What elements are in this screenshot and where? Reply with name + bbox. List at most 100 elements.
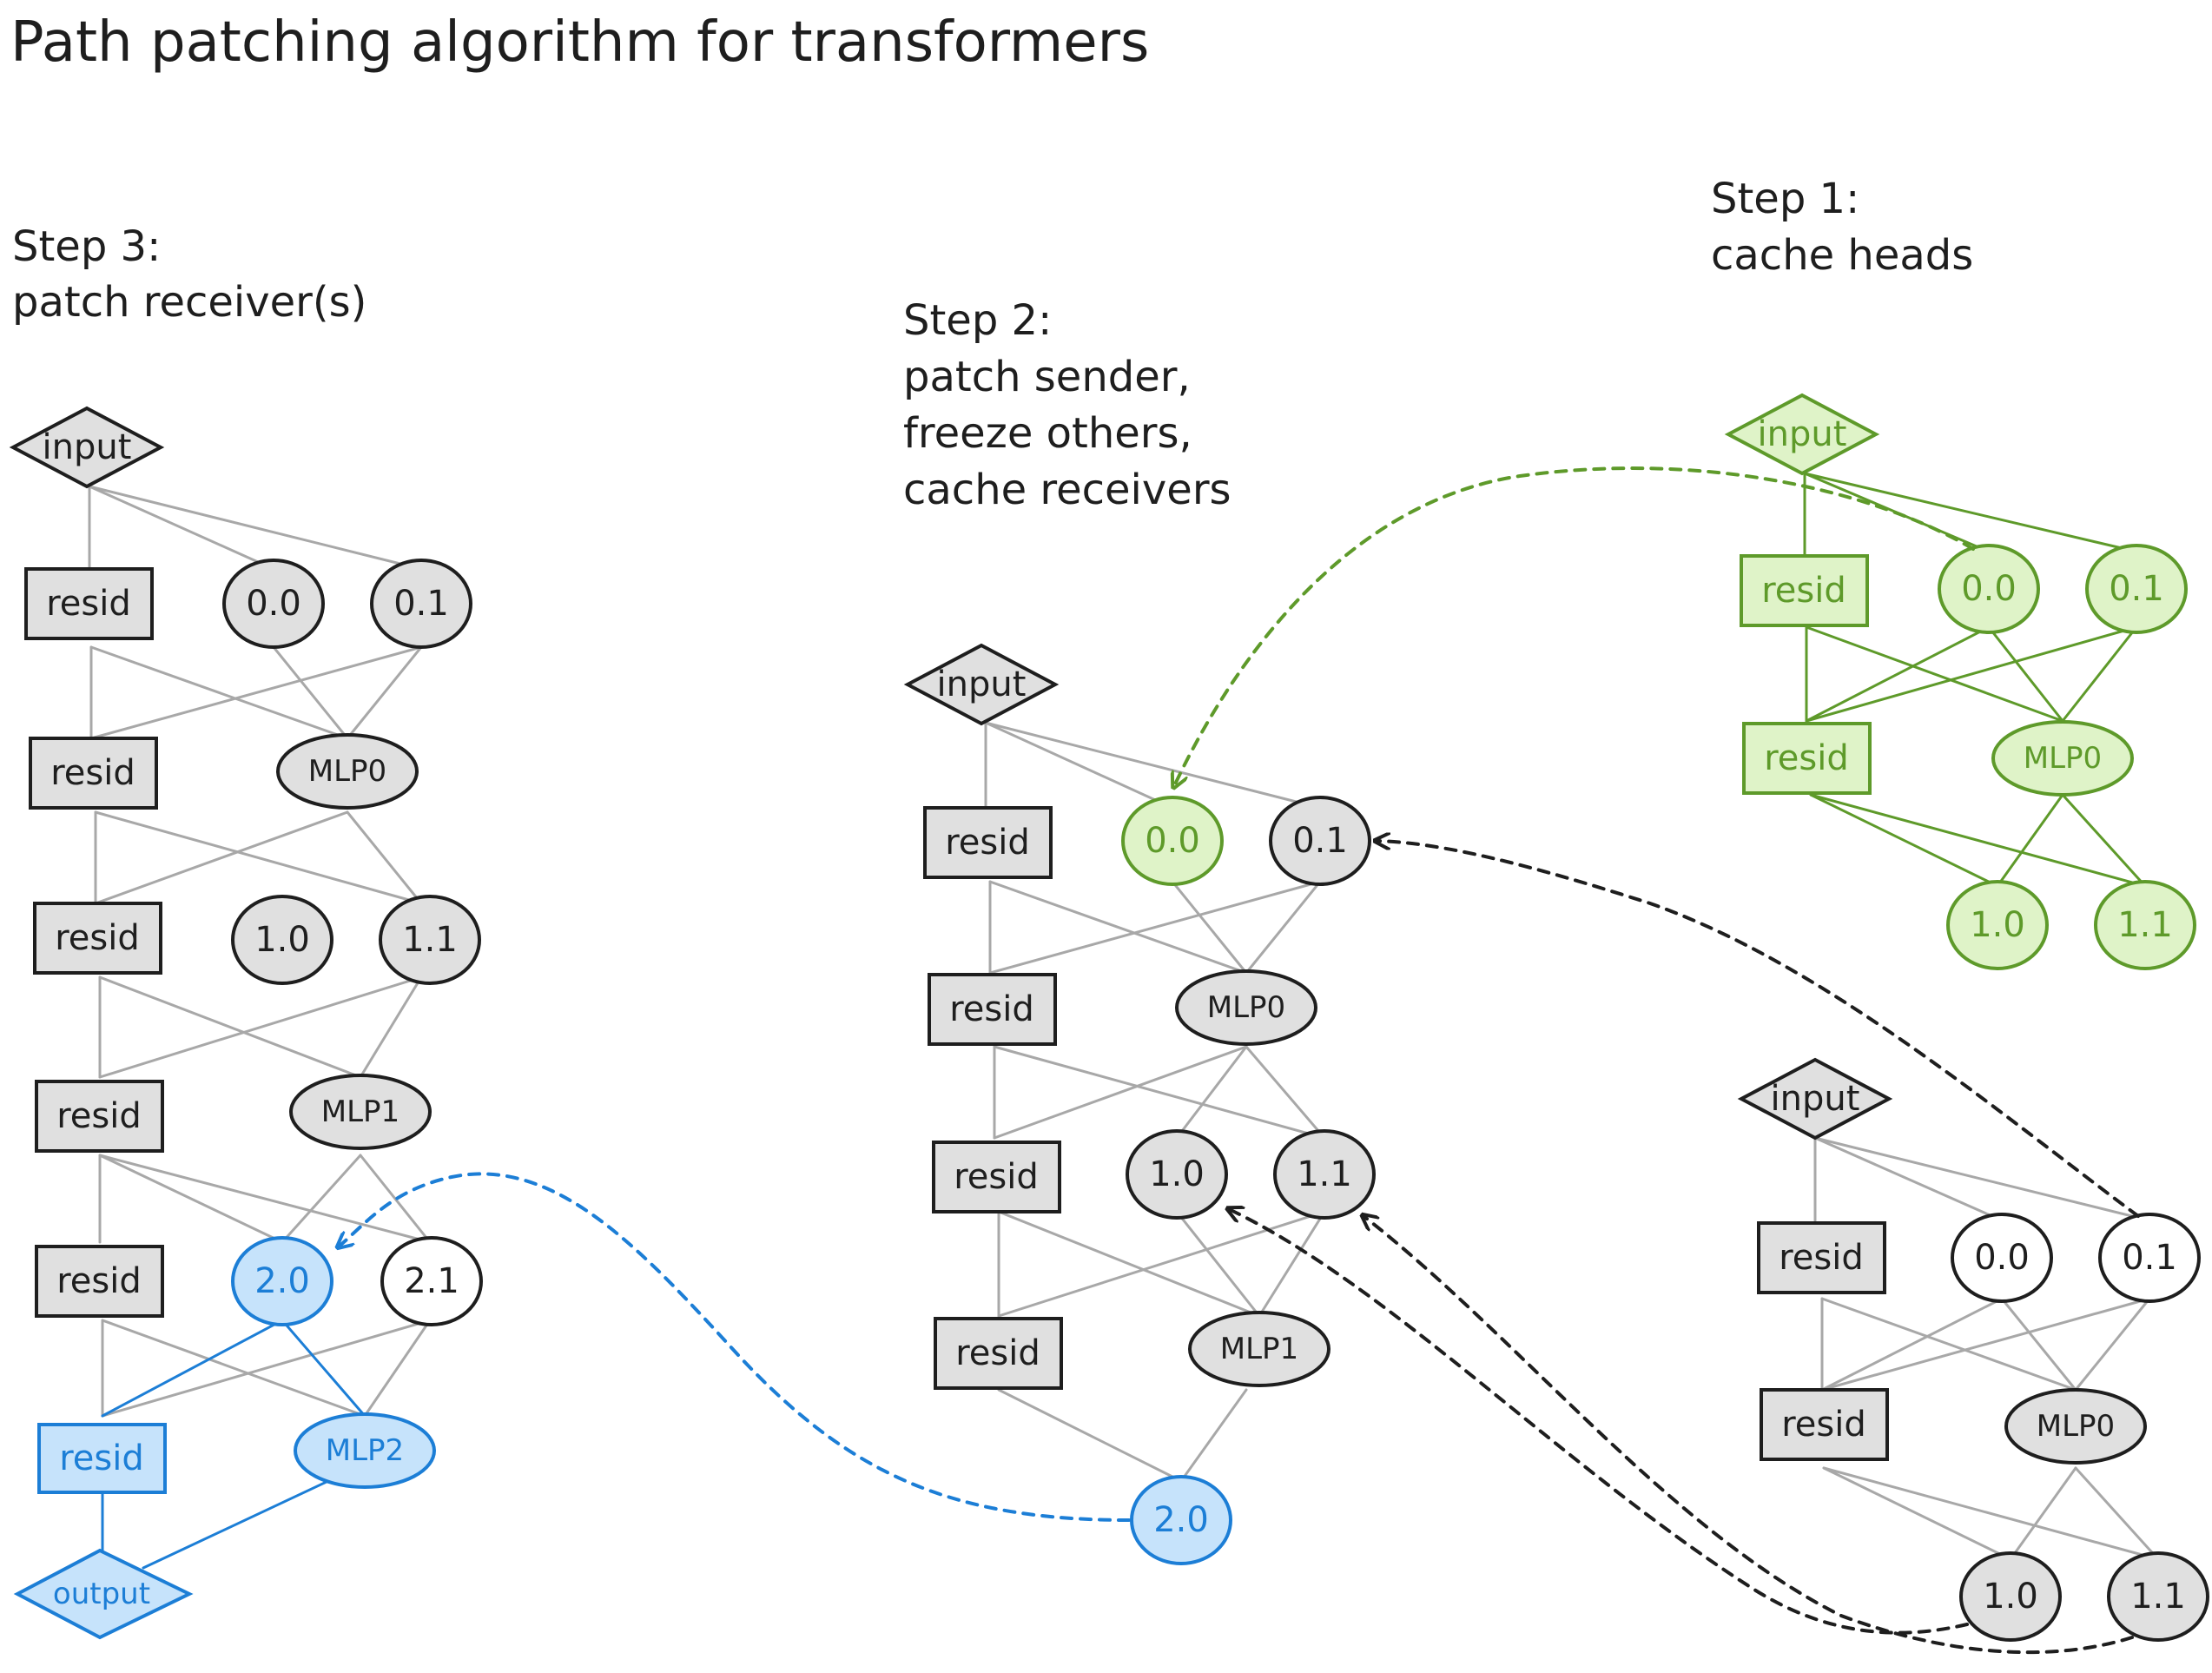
node-label: MLP0: [2037, 1409, 2115, 1444]
step2-line-2: freeze others,: [903, 409, 1192, 458]
node-label: 1.1: [1297, 1154, 1352, 1194]
node-label: output: [53, 1577, 150, 1611]
clean-graph: input resid 0.0 0.1 resid MLP0 1.0 1.1: [1737, 1057, 2209, 1642]
node-label: 1.0: [1983, 1577, 2038, 1617]
node-label: 1.1: [2117, 905, 2173, 945]
step3-node-head-2-0-patched: 2.0: [231, 1236, 333, 1326]
step1-node-mlp0: MLP0: [1991, 720, 2134, 797]
step3-node-resid-0: resid: [24, 567, 154, 640]
step1-node-head-0-0: 0.0: [1938, 544, 2040, 634]
node-label: 1.1: [2130, 1577, 2186, 1617]
node-label: MLP0: [308, 754, 386, 789]
step3-node-head-1-1: 1.1: [379, 895, 481, 985]
step1-line-1: cache heads: [1711, 231, 1973, 280]
node-label: 2.0: [1153, 1500, 1209, 1540]
clean-node-input: input: [1737, 1057, 1893, 1141]
step1-node-resid-0: resid: [1740, 554, 1869, 627]
node-label: input: [1758, 414, 1847, 454]
step1-node-resid-1: resid: [1742, 722, 1872, 795]
step3-heading: Step 3:: [12, 222, 161, 271]
step2-node-head-1-0: 1.0: [1126, 1129, 1228, 1220]
step2-node-mlp0: MLP0: [1175, 969, 1317, 1046]
clean-node-resid-0: resid: [1757, 1221, 1886, 1294]
node-label: 0.0: [1974, 1238, 2030, 1278]
step3-caption: Step 3: patch receiver(s): [12, 222, 366, 327]
node-label: resid: [46, 584, 131, 624]
step1-heading: Step 1:: [1711, 175, 1859, 223]
clean-node-head-0-0: 0.0: [1951, 1213, 2053, 1303]
step1-graph: input resid 0.0 0.1 resid MLP0 1.0 1.1: [1724, 393, 2196, 970]
node-label: input: [1771, 1079, 1860, 1119]
step3-node-resid-1: resid: [29, 737, 158, 810]
step3-node-resid-5-patched: resid: [37, 1423, 167, 1494]
diagram-title: Path patching algorithm for transformers: [10, 10, 1149, 75]
node-label: resid: [1761, 571, 1846, 611]
arrow-cache-0-0-to-step2: [1174, 466, 1975, 786]
step2-node-resid-3: resid: [934, 1317, 1063, 1390]
node-label: input: [937, 665, 1027, 704]
step3-node-resid-2: resid: [33, 902, 162, 975]
clean-node-head-1-1: 1.1: [2107, 1551, 2209, 1642]
step1-node-head-0-1: 0.1: [2085, 544, 2188, 634]
node-label: 1.0: [1149, 1154, 1205, 1194]
step2-node-head-2-0-cached: 2.0: [1130, 1475, 1232, 1565]
step2-node-head-0-0-patched: 0.0: [1121, 796, 1224, 886]
node-label: resid: [954, 1157, 1039, 1197]
step3-node-input: input: [9, 406, 165, 489]
node-label: resid: [955, 1333, 1040, 1373]
step2-node-mlp1: MLP1: [1188, 1311, 1331, 1387]
clean-edges: [1813, 1136, 2160, 1561]
node-label: 1.0: [254, 920, 310, 960]
arrow-clean-0-1-to-step2-0-1: [1377, 841, 2140, 1218]
step2-graph: input resid 0.0 0.1 resid MLP0 resid 1.: [903, 643, 1376, 1565]
step3-node-mlp2-patched: MLP2: [294, 1412, 436, 1489]
step1-caption: Step 1: cache heads: [1711, 175, 1973, 280]
step3-node-resid-4: resid: [35, 1245, 164, 1318]
node-label: resid: [1764, 738, 1849, 778]
clean-node-head-1-0: 1.0: [1959, 1551, 2062, 1642]
transfer-arrows: [339, 466, 2140, 1655]
node-label: 2.0: [254, 1261, 310, 1301]
arrow-clean-1-0-to-step2-1-0: [1229, 1209, 1969, 1635]
step2-heading: Step 2:: [903, 296, 1052, 345]
node-label: MLP2: [326, 1433, 404, 1468]
step1-node-head-1-0: 1.0: [1946, 880, 2049, 970]
node-label: 0.0: [246, 584, 301, 624]
step1-node-input: input: [1724, 393, 1880, 476]
clean-node-mlp0: MLP0: [2004, 1388, 2147, 1465]
step3-node-resid-3: resid: [35, 1080, 164, 1153]
step2-node-resid-0: resid: [923, 806, 1053, 879]
clean-node-head-0-1: 0.1: [2098, 1213, 2201, 1303]
step3-node-head-0-0: 0.0: [222, 559, 325, 649]
step3-graph: input resid 0.0 0.1 resid MLP0 resid 1.: [9, 406, 483, 1640]
arrow-step2-2-0-to-step3-2-0: [339, 1172, 1131, 1522]
step3-node-output: output: [13, 1548, 194, 1640]
node-label: MLP1: [321, 1094, 399, 1129]
node-label: MLP0: [1207, 990, 1285, 1025]
node-label: 0.1: [1292, 821, 1348, 861]
node-label: resid: [50, 753, 135, 793]
step2-line-3: cache receivers: [903, 466, 1231, 514]
step3-node-head-1-0: 1.0: [231, 895, 333, 985]
step3-line-1: patch receiver(s): [12, 278, 366, 327]
node-label: 0.0: [1961, 569, 2017, 609]
node-label: resid: [949, 989, 1034, 1029]
step2-node-head-0-1: 0.1: [1269, 796, 1371, 886]
node-label: resid: [59, 1438, 144, 1478]
step2-caption: Step 2: patch sender, freeze others, cac…: [903, 296, 1231, 514]
node-label: resid: [56, 1261, 142, 1301]
step3-node-mlp0: MLP0: [276, 733, 419, 810]
clean-node-resid-1: resid: [1760, 1388, 1889, 1461]
node-label: 0.1: [2109, 569, 2164, 609]
node-label: 0.0: [1145, 821, 1200, 861]
node-label: 0.1: [393, 584, 449, 624]
node-label: MLP1: [1220, 1332, 1298, 1366]
step2-node-resid-1: resid: [928, 973, 1057, 1046]
node-label: 1.0: [1970, 905, 2025, 945]
arrow-clean-1-1-to-step2-1-1: [1364, 1216, 2134, 1655]
step2-node-resid-2: resid: [932, 1141, 1061, 1213]
node-label: 1.1: [402, 920, 458, 960]
step2-node-head-1-1: 1.1: [1273, 1129, 1376, 1220]
step3-node-head-2-1: 2.1: [380, 1236, 483, 1326]
